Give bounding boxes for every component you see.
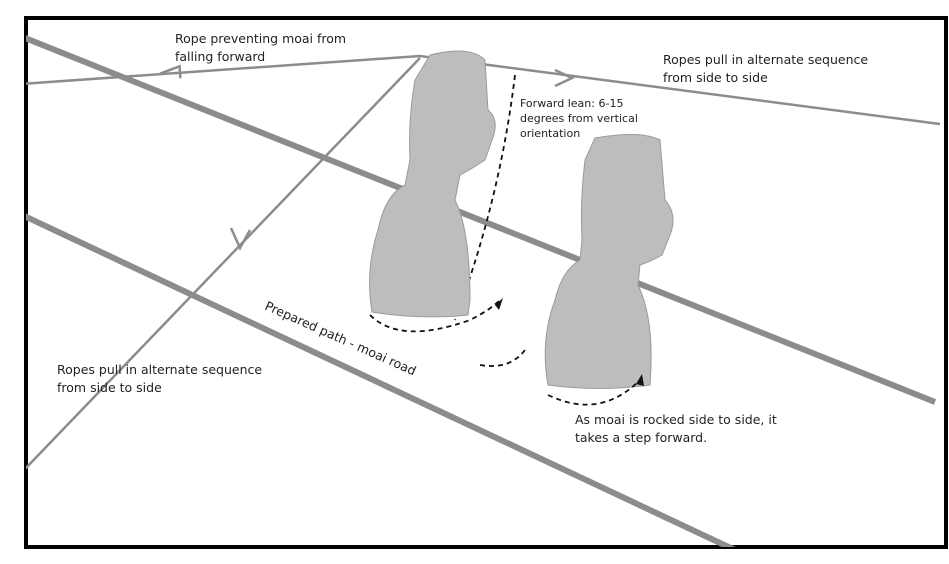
label-ropes-left: Ropes pull in alternate sequence from si… [57, 362, 266, 395]
arrow-icon [554, 68, 575, 88]
label-rope-forward: Rope preventing moai from falling forwar… [175, 31, 350, 64]
rock-arc [547, 379, 641, 406]
moai-statue-front [544, 133, 674, 389]
arrow-icon [159, 64, 182, 79]
label-forward-lean: Forward lean: 6-15 degrees from vertical… [520, 97, 641, 140]
road-edge-lower [26, 213, 736, 547]
moai-statue-back [369, 50, 496, 318]
rock-arc [369, 299, 501, 333]
label-ropes-right: Ropes pull in alternate sequence from si… [663, 52, 872, 85]
rock-arc [479, 349, 526, 367]
arrow-icon [229, 227, 252, 251]
label-step: As moai is rocked side to side, it takes… [575, 412, 781, 445]
arrowhead-icon [495, 298, 503, 310]
road-edge-upper [26, 35, 937, 405]
rope-forward [26, 54, 941, 126]
arrowhead-icon [636, 374, 644, 386]
rope-left [26, 57, 421, 470]
